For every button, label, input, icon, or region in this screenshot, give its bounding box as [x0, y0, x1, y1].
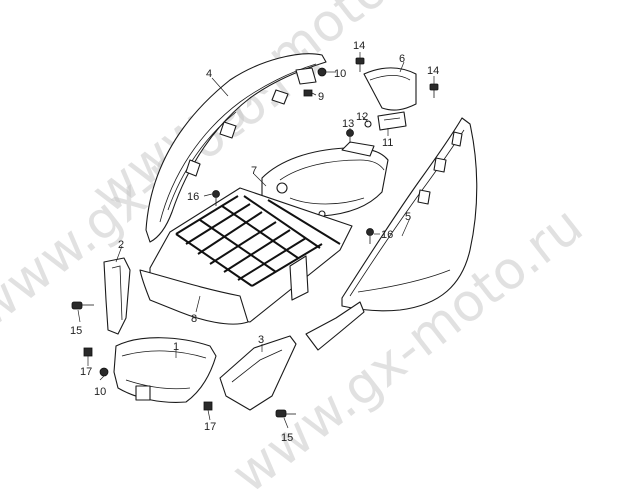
- part-3-rear-bracket: [219, 335, 297, 411]
- lower-right-bracket: [305, 301, 365, 351]
- part-8-floor-panel: [139, 187, 353, 325]
- clip-9-icon: [303, 89, 313, 97]
- callout-1: 1: [173, 341, 179, 353]
- callout-13: 13: [342, 118, 354, 130]
- callout-3: 3: [258, 334, 264, 346]
- callout-8: 8: [191, 313, 197, 325]
- callout-2: 2: [118, 239, 124, 251]
- callout-labels: 1 2 3 4 5 6 7 8 9 10 10 11 12 13 14 14 1…: [70, 40, 439, 444]
- washer-12-icon: [364, 120, 372, 128]
- clip-17-bottom-icon: [203, 401, 213, 411]
- callout-14-right: 14: [427, 65, 439, 77]
- callout-15-left: 15: [70, 325, 82, 337]
- callout-14-left: 14: [353, 40, 365, 52]
- callout-10-top: 10: [334, 68, 346, 80]
- callout-11: 11: [382, 137, 393, 149]
- bolt-14-left-icon: [355, 57, 365, 72]
- nut-10-left-icon: [99, 367, 109, 377]
- part-11-plate: [377, 111, 407, 131]
- bolt-15-left-icon: [71, 301, 94, 310]
- screw-16-left-icon: [212, 190, 220, 206]
- nut-10-top-icon: [317, 67, 327, 77]
- callout-15-bottom: 15: [281, 432, 293, 444]
- callout-6: 6: [399, 53, 405, 65]
- callout-9: 9: [318, 91, 324, 103]
- part-4-left-side-cover: [145, 53, 327, 243]
- callout-4: 4: [206, 68, 212, 80]
- callout-5: 5: [405, 211, 411, 223]
- part-2-bracket: [103, 257, 131, 335]
- clip-17-left-icon: [83, 347, 93, 357]
- callout-17-left: 17: [80, 366, 92, 378]
- fasteners: [71, 57, 439, 418]
- screw-16-right-icon: [366, 228, 374, 244]
- callout-10-left: 10: [94, 386, 106, 398]
- part-6-cover-piece: [363, 67, 417, 111]
- screw-13-icon: [346, 129, 354, 143]
- bolt-15-bottom-icon: [275, 409, 296, 418]
- leader-lines: [77, 52, 435, 429]
- part-7-floor-tray: [261, 141, 389, 218]
- callout-7: 7: [251, 165, 257, 177]
- callout-16-right: 16: [381, 229, 393, 241]
- bolt-14-right-icon: [429, 83, 439, 98]
- callout-12: 12: [356, 111, 368, 123]
- part-1-front-lower-cover: [113, 337, 217, 403]
- callout-17-bottom: 17: [204, 421, 216, 433]
- callout-16-left: 16: [187, 191, 199, 203]
- part-5-right-side-cover: [341, 117, 478, 312]
